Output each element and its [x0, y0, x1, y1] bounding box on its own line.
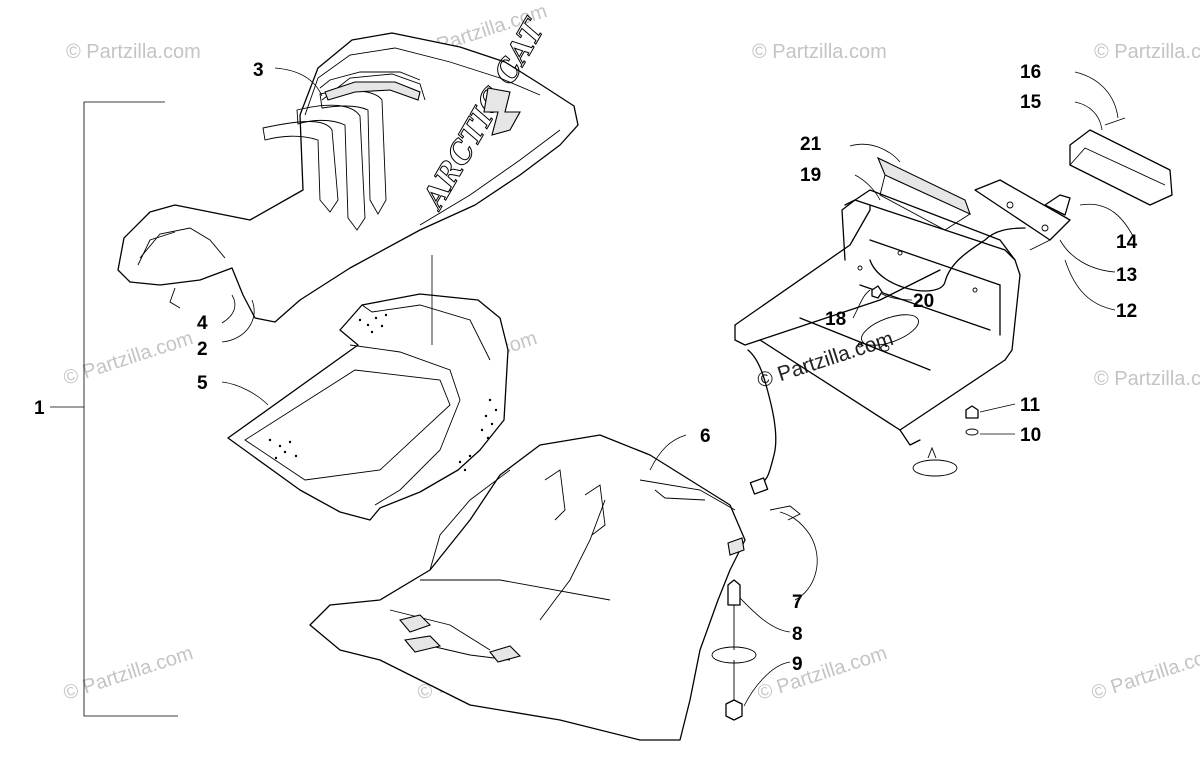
seat-base [309, 434, 746, 741]
callout-16: 16 [1020, 62, 1041, 83]
foam-texture [268, 313, 498, 472]
callout-6: 6 [700, 426, 711, 447]
watermark-text: © Partzilla.com [752, 41, 887, 63]
watermark-text: © Partzilla.com [1089, 642, 1200, 705]
rack-hardware [861, 285, 979, 477]
callout-21: 21 [800, 134, 822, 155]
assembly-bracket [50, 101, 178, 717]
callout-4: 4 [197, 313, 208, 334]
callout-2: 2 [197, 339, 208, 360]
callout-7: 7 [792, 592, 803, 613]
callout-3: 3 [253, 60, 264, 81]
watermark-text: © Partzilla.com [61, 327, 196, 390]
taillight-assembly [974, 117, 1173, 251]
watermark-text: © Partzilla.com [66, 41, 201, 63]
watermark-text: © Partzilla.com [1094, 41, 1200, 63]
watermark-text: © Partzilla.com [1094, 368, 1200, 390]
callout-8: 8 [792, 624, 803, 645]
callout-10: 10 [1020, 425, 1041, 446]
callout-19: 19 [800, 165, 821, 186]
seat-foam [227, 293, 509, 521]
callout-11: 11 [1020, 395, 1041, 416]
callout-12: 12 [1116, 301, 1137, 322]
callout-20: 20 [913, 291, 934, 312]
callout-13: 13 [1116, 265, 1137, 286]
watermark-text: © Partzilla.com [755, 642, 890, 705]
callout-18: 18 [825, 309, 846, 330]
wiring-harness [747, 227, 1026, 495]
rear-rack [734, 189, 1021, 446]
callout-labels: 1 2 3 4 5 6 7 8 9 10 11 12 13 14 15 16 1… [34, 60, 1138, 675]
watermark-text: © Partzilla.com [61, 642, 196, 705]
callout-9: 9 [792, 654, 803, 675]
callout-1: 1 [34, 398, 45, 419]
callout-15: 15 [1020, 92, 1042, 113]
leader-lines [221, 67, 1136, 707]
watermark-text-dark: © Partzilla.com [754, 327, 896, 393]
callout-14: 14 [1116, 232, 1138, 253]
callout-5: 5 [197, 373, 208, 394]
mount-brackets [876, 156, 971, 231]
seat-fasteners [711, 505, 801, 721]
